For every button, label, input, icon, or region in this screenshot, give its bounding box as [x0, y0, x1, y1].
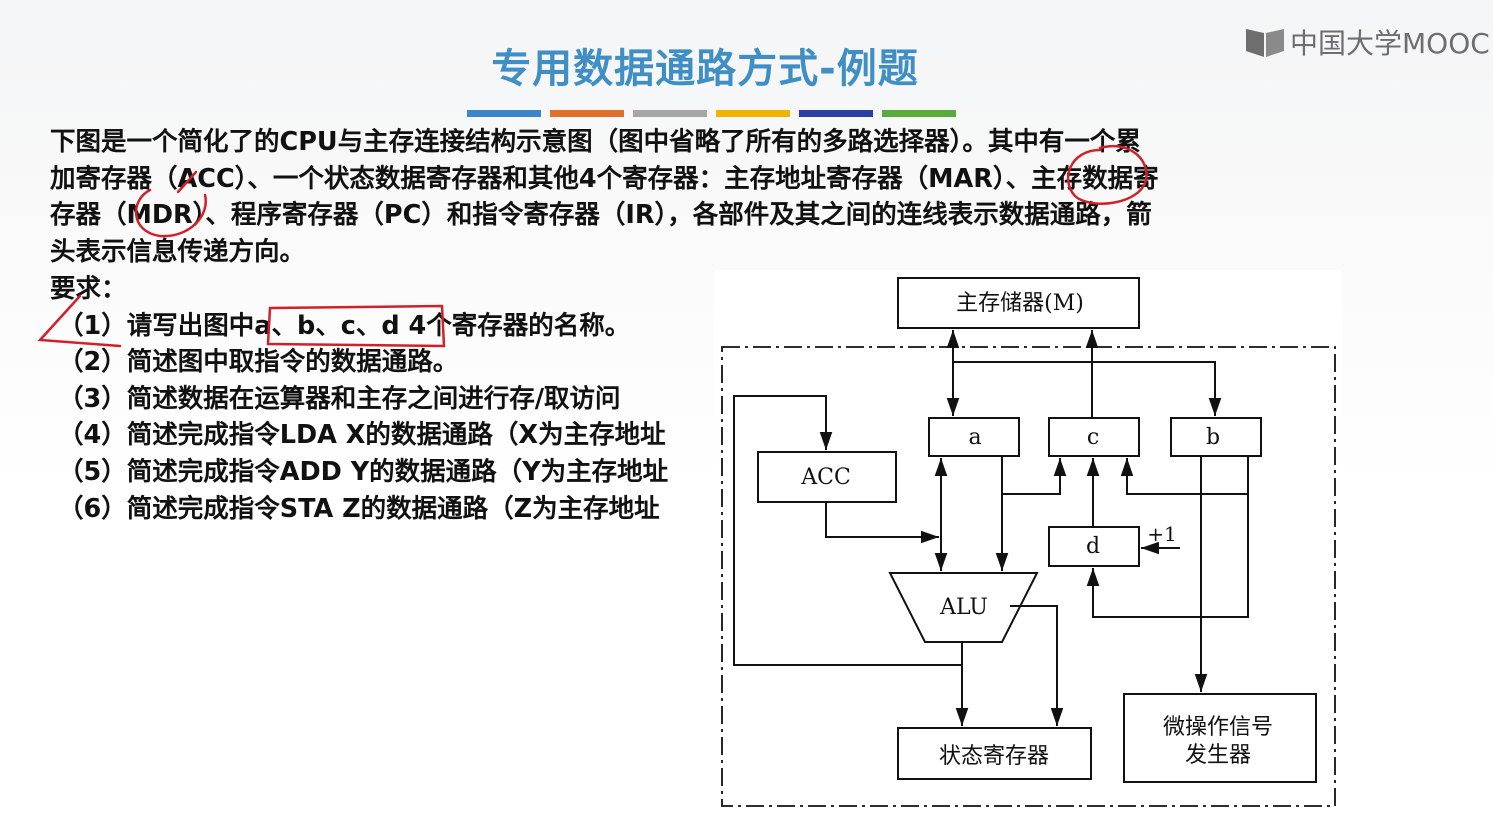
requirement-item: （4）简述完成指令LDA X的数据通路（X为主存地址	[58, 420, 666, 451]
path-b-d	[1086, 494, 1249, 618]
plus-one-label: +1	[1147, 522, 1176, 546]
register-a-label: a	[968, 425, 981, 450]
paragraph-line: 加寄存器（ACC）、一个状态数据寄存器和其他4个寄存器：主存地址寄存器（MAR）…	[50, 163, 1159, 194]
status-register-label: 状态寄存器	[939, 744, 1049, 769]
alu-label: ALU	[939, 595, 988, 620]
problem-description: 下图是一个简化了的CPU与主存连接结构示意图（图中省略了所有的多路选择器）。其中…	[50, 124, 1345, 270]
paragraph-line: 头表示信息传递方向。	[50, 236, 306, 267]
path-alu-acc-loop	[733, 395, 962, 666]
paragraph-line: 存器（MDR）、程序寄存器（PC）和指令寄存器（IR），各部件及其之间的连线表示…	[50, 200, 1152, 231]
alu-shape	[888, 572, 1039, 643]
cpu-diagram-svg: 主存储器(M) a c b ACC d +1 ALU 状态寄存器 微操作信号 发…	[721, 277, 1336, 807]
register-b-label: b	[1206, 425, 1220, 450]
main-memory-box	[897, 277, 1140, 329]
micro-op-label-1: 微操作信号	[1163, 715, 1273, 740]
register-b-box	[1170, 417, 1262, 457]
requirement-item: （6）简述完成指令STA Z的数据通路（Z为主存地址	[58, 493, 660, 524]
logo-text: 中国大学MOOC	[1290, 27, 1490, 60]
requirements: 要求： （1）请写出图中a、b、c、d 4个寄存器的名称。 （2）简述图中取指令…	[50, 271, 668, 527]
color-bar	[882, 110, 956, 117]
paragraph-line: 下图是一个简化了的CPU与主存连接结构示意图（图中省略了所有的多路选择器）。其中…	[50, 127, 1141, 157]
path-alu-status-right	[1010, 605, 1064, 726]
path-acc-alu	[825, 502, 939, 544]
cpu-boundary	[721, 346, 1336, 807]
micro-op-generator-box	[1123, 693, 1317, 783]
micro-op-label-2: 发生器	[1185, 743, 1251, 768]
color-bar	[633, 110, 707, 117]
path-memory-b	[953, 361, 1222, 416]
cpu-diagram: 主存储器(M) a c b ACC d +1 ALU 状态寄存器 微操作信号 发…	[714, 270, 1342, 819]
register-c-box	[1048, 417, 1140, 457]
path-a-c	[1002, 458, 1067, 495]
main-memory-label: 主存储器(M)	[956, 291, 1084, 316]
color-bar	[550, 110, 624, 117]
color-bars	[467, 110, 956, 117]
requirement-item: （5）简述完成指令ADD Y的数据通路（Y为主存地址	[58, 456, 669, 487]
requirement-item: （1）请写出图中a、b、c、d 4个寄存器的名称。	[58, 310, 631, 341]
path-b-c	[1120, 456, 1249, 495]
acc-label: ACC	[800, 465, 851, 490]
color-bar	[467, 110, 541, 117]
requirement-item: （2）简述图中取指令的数据通路。	[58, 347, 459, 378]
mooc-logo-icon	[1246, 29, 1284, 57]
register-c-label: c	[1087, 425, 1099, 450]
status-register-box	[897, 727, 1092, 780]
color-bar	[716, 110, 790, 117]
register-d-label: d	[1086, 534, 1100, 559]
slide-title: 专用数据通路方式-例题	[491, 46, 919, 92]
register-a-box	[928, 417, 1020, 457]
requirement-item: （3）简述数据在运算器和主存之间进行存/取访问	[58, 383, 621, 414]
requirements-label: 要求：	[50, 274, 127, 304]
color-bar	[799, 110, 873, 117]
mooc-logo: 中国大学MOOC	[1244, 22, 1490, 62]
